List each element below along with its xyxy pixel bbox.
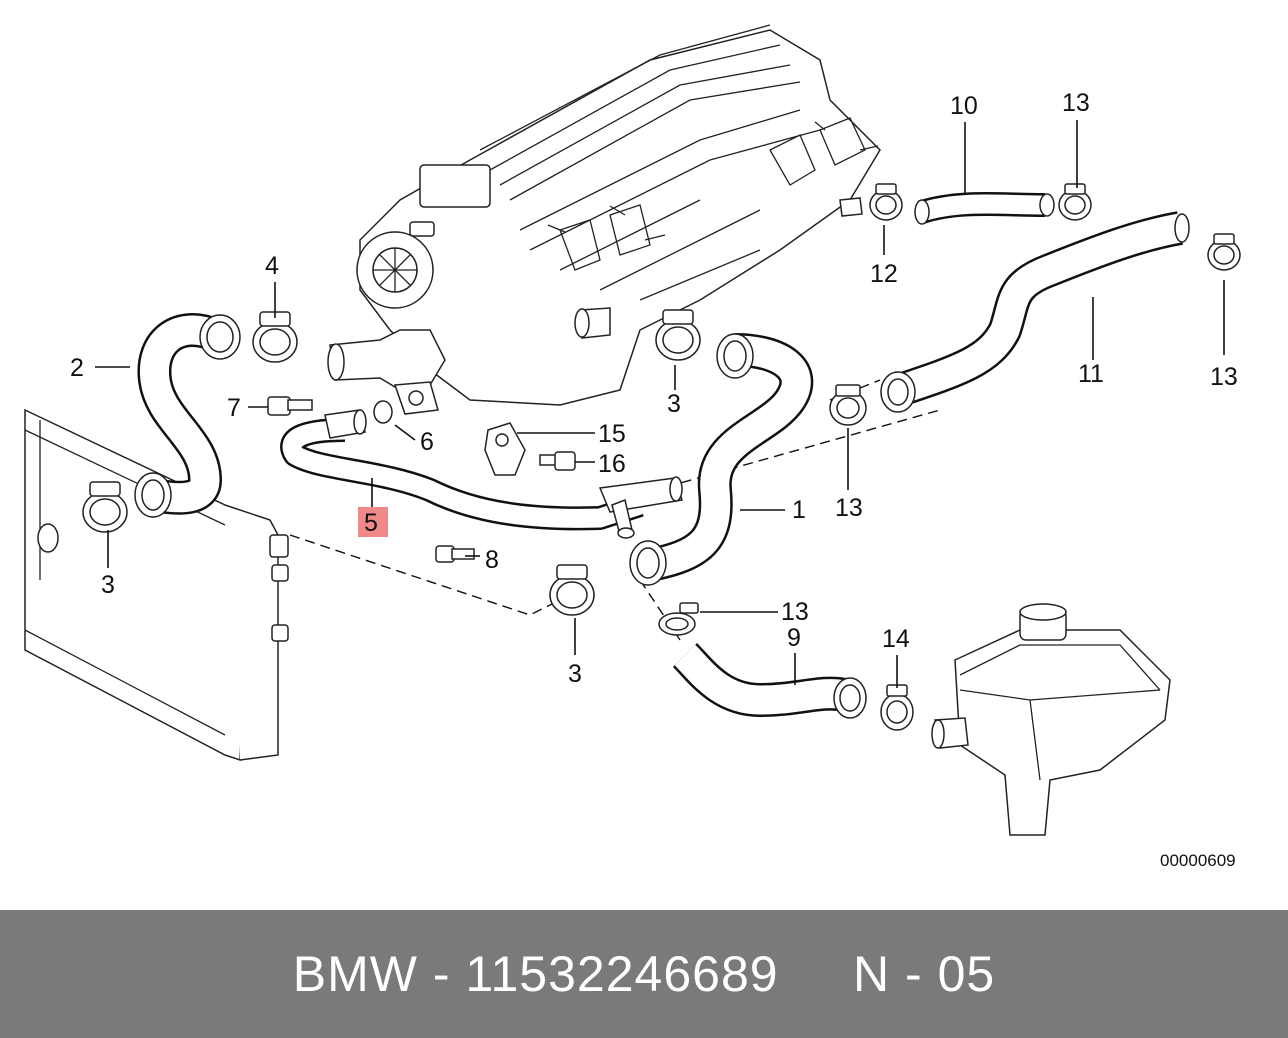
part-label-2: 2 xyxy=(70,354,84,382)
part-label-3-centre: 3 xyxy=(667,390,681,418)
engine-block xyxy=(327,24,881,406)
bracket-15 xyxy=(484,422,526,476)
clamp-3-bottom xyxy=(549,564,595,616)
part-label-7: 7 xyxy=(227,394,241,422)
part-label-13-right: 13 xyxy=(1210,363,1238,391)
expansion-tank xyxy=(931,603,1171,836)
part-label-13-top: 13 xyxy=(1062,89,1090,117)
clamp-3-centre xyxy=(655,309,701,361)
hose-9 xyxy=(672,642,867,719)
bolt-8 xyxy=(435,545,475,563)
small-parts xyxy=(267,381,576,563)
hose-11 xyxy=(880,211,1190,413)
clamp-3-left xyxy=(82,481,128,533)
radiator xyxy=(24,408,289,762)
part-label-11: 11 xyxy=(1078,360,1104,388)
clamp-13-lower xyxy=(658,602,699,636)
parts-diagram: 1 2 3 3 3 4 5 6 7 8 9 10 11 12 13 13 13 … xyxy=(24,24,1241,870)
part-label-9: 9 xyxy=(787,624,801,652)
part-label-15: 15 xyxy=(598,420,626,448)
gasket-flange xyxy=(393,381,439,415)
part-label-1: 1 xyxy=(792,496,806,524)
clamp-13-right xyxy=(1207,233,1241,271)
clamp-13-mid xyxy=(829,384,867,426)
leader-lines xyxy=(95,120,1225,688)
bolt-16 xyxy=(539,451,576,471)
part-label-5: 5 xyxy=(364,509,378,537)
part-label-4: 4 xyxy=(265,252,279,280)
o-ring-6 xyxy=(373,400,393,424)
hose-1 xyxy=(629,333,814,586)
diagram-code: 00000609 xyxy=(1160,851,1236,870)
part-label-10: 10 xyxy=(950,92,978,120)
part-label-13-mid: 13 xyxy=(835,494,863,522)
clamp-12 xyxy=(869,183,903,221)
part-label-13-lower: 13 xyxy=(781,598,809,626)
hose-clamps xyxy=(82,183,1241,731)
part-label-12: 12 xyxy=(870,260,898,288)
highlight-part-5 xyxy=(358,507,388,537)
hose-10 xyxy=(914,191,1055,225)
clamp-13-top xyxy=(1058,183,1092,221)
part-label-16: 16 xyxy=(598,450,626,478)
part-label-3-bottom: 3 xyxy=(568,660,582,688)
hose-2 xyxy=(134,313,241,518)
part-label-8: 8 xyxy=(485,546,499,574)
part-label-14: 14 xyxy=(882,625,910,653)
bolt-7 xyxy=(267,396,313,416)
clamp-14 xyxy=(880,684,914,731)
hose-5 xyxy=(280,409,683,539)
footer-bar: BMW - 11532246689 N - 05 xyxy=(0,910,1288,1038)
clamp-4 xyxy=(252,311,298,363)
part-number-caption: BMW - 11532246689 N - 05 xyxy=(292,946,996,1002)
part-labels: 1 2 3 3 3 4 5 6 7 8 9 10 11 12 13 13 13 … xyxy=(70,89,1238,688)
part-label-6: 6 xyxy=(420,428,434,456)
part-label-3-left: 3 xyxy=(101,571,115,599)
